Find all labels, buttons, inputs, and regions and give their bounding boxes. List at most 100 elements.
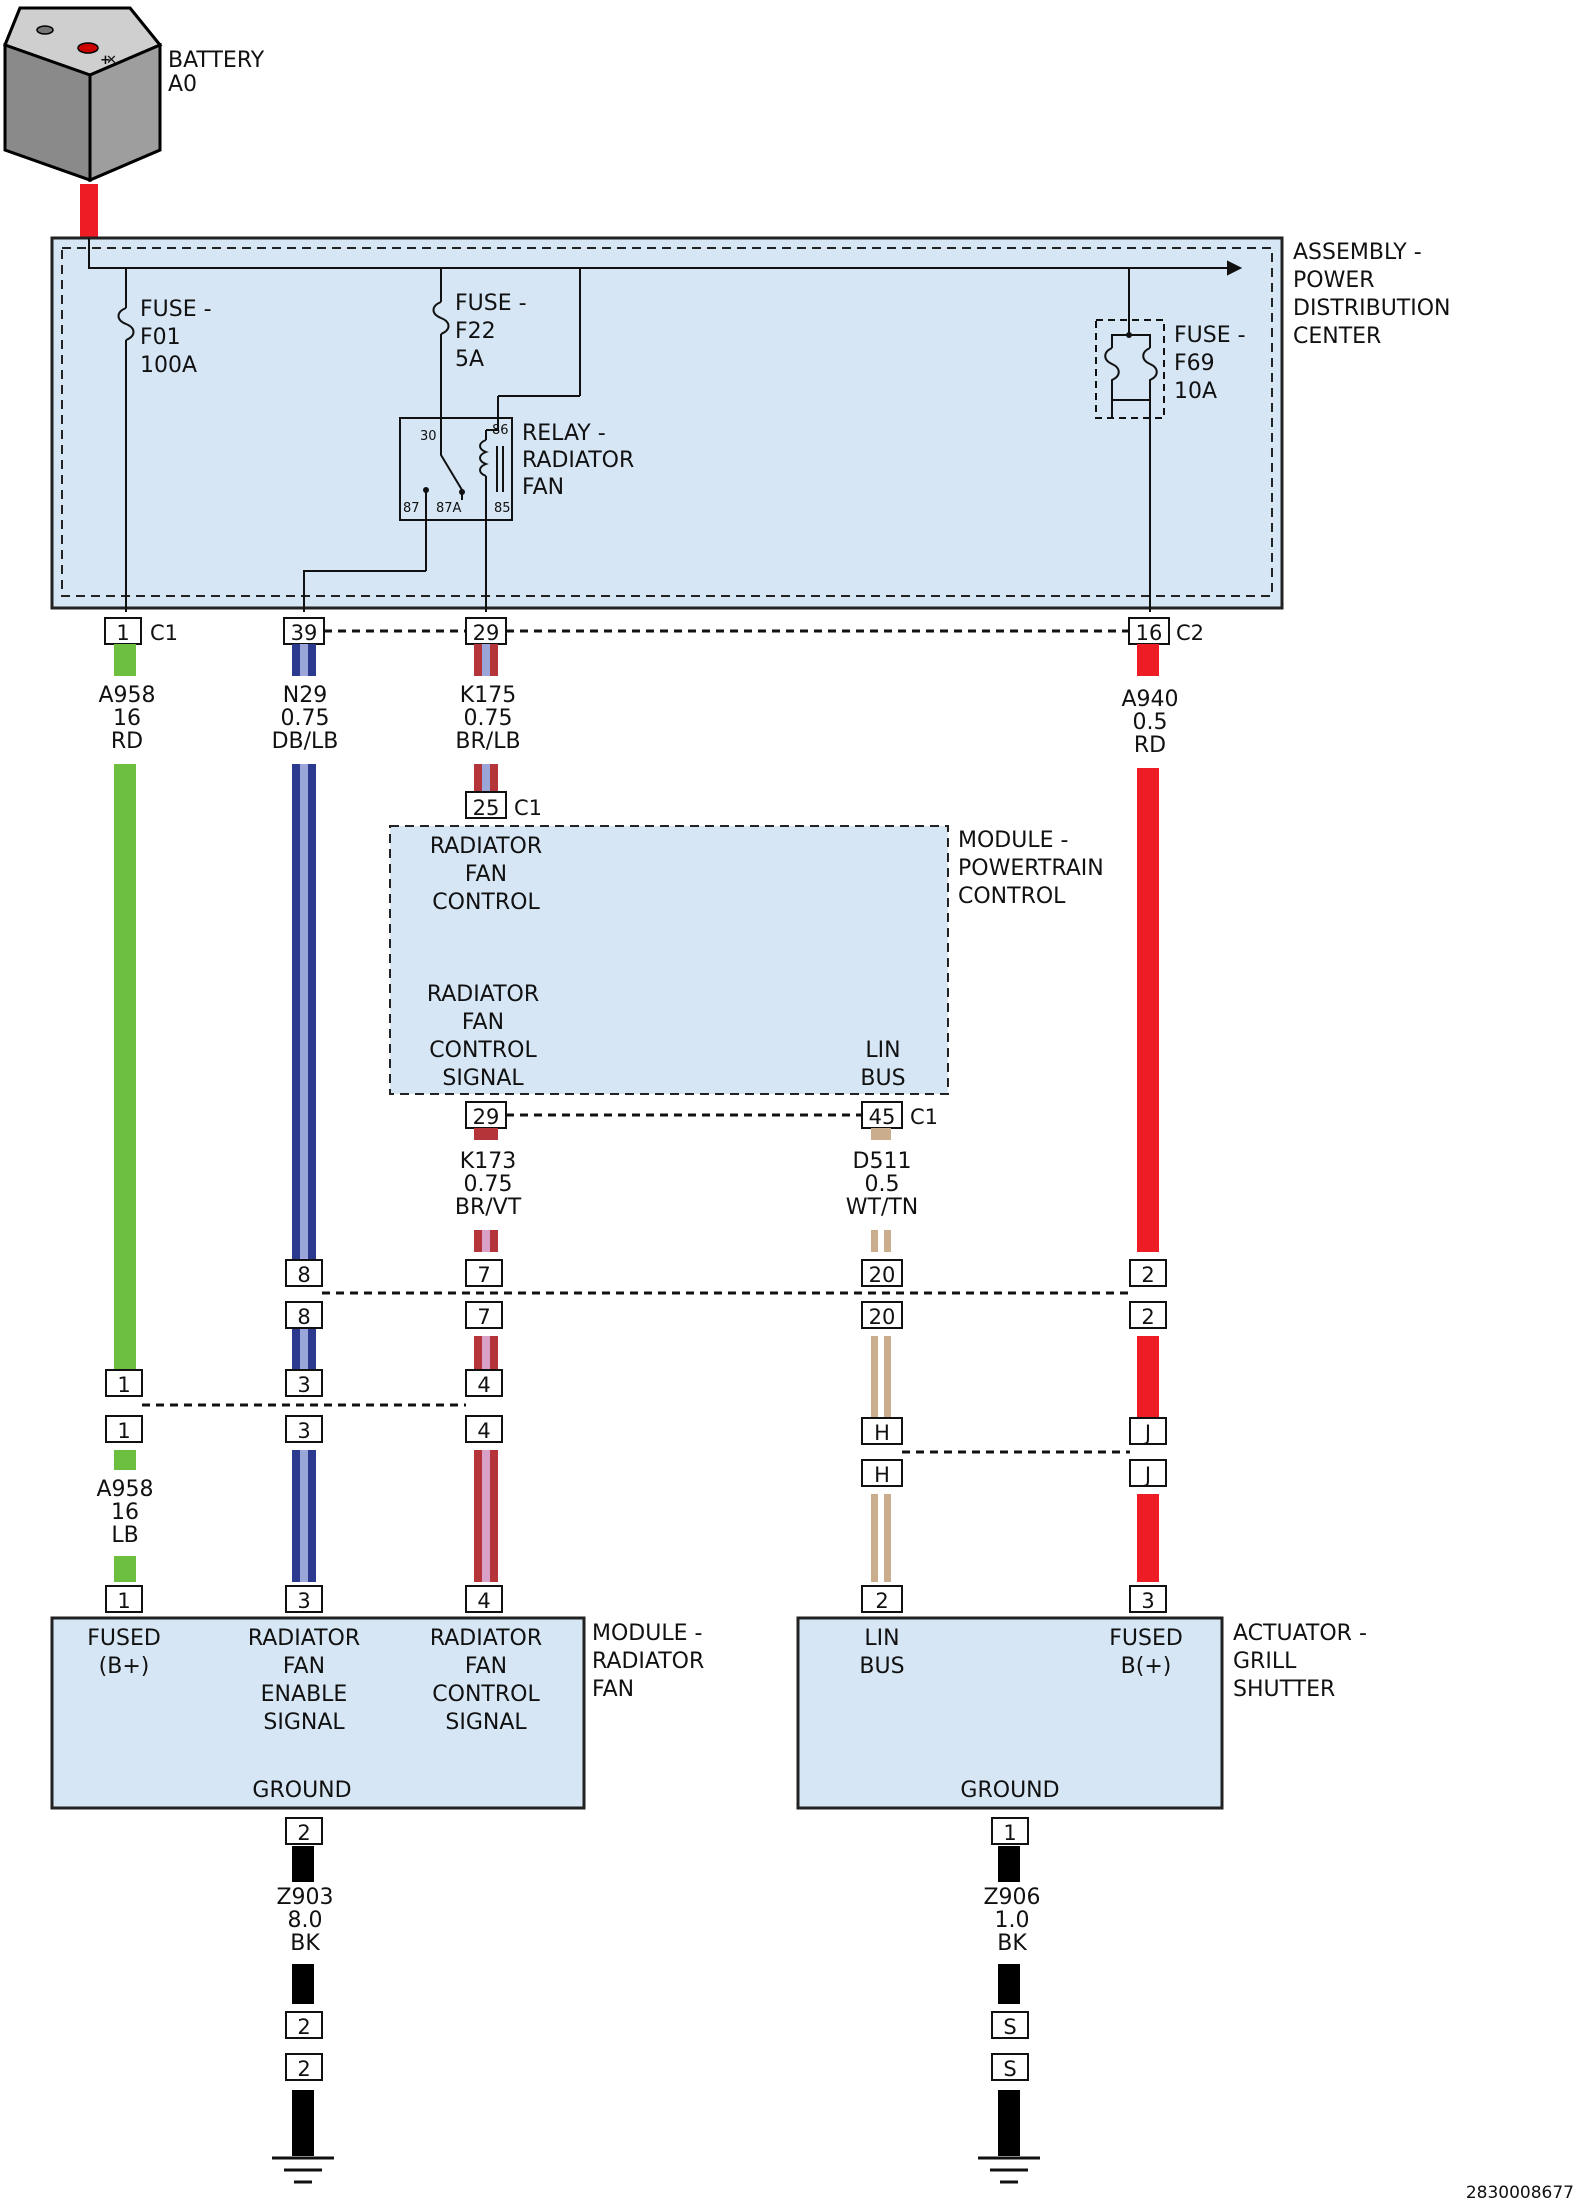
battery-icon: + ✕ bbox=[3, 6, 163, 183]
svg-text:100A: 100A bbox=[140, 353, 197, 378]
svg-text:2: 2 bbox=[1141, 1263, 1154, 1287]
pcm-pin-29: 29 bbox=[473, 1105, 500, 1129]
svg-text:86: 86 bbox=[492, 423, 509, 438]
wire-k175-circuit: K175 bbox=[460, 683, 516, 708]
svg-text:FAN: FAN bbox=[592, 1677, 634, 1702]
shutter-label: ACTUATOR - GRILL SHUTTER bbox=[1233, 1621, 1367, 1702]
battery-id: A0 bbox=[168, 72, 197, 97]
pcm-label: MODULE - POWERTRAIN CONTROL bbox=[958, 828, 1104, 909]
svg-text:7: 7 bbox=[477, 1305, 490, 1329]
wire-k173 bbox=[474, 1230, 498, 1582]
svg-text:GRILL: GRILL bbox=[1233, 1649, 1297, 1674]
svg-text:3: 3 bbox=[297, 1589, 310, 1613]
svg-text:J: J bbox=[1143, 1421, 1151, 1445]
wire-a958-top-circuit: A958 bbox=[98, 683, 155, 708]
fan-module-pins: 1 3 4 bbox=[105, 1585, 503, 1613]
pcm-box bbox=[389, 825, 949, 1095]
svg-text:SIGNAL: SIGNAL bbox=[442, 1066, 524, 1091]
fuse-f69-label: FUSE - F69 10A bbox=[1174, 323, 1246, 404]
shutter-lin-2: BUS bbox=[859, 1654, 904, 1679]
svg-text:1: 1 bbox=[116, 621, 129, 645]
shutter-fused-2: B(+) bbox=[1121, 1654, 1172, 1679]
pdc-label: ASSEMBLY - POWER DISTRIBUTION CENTER bbox=[1293, 240, 1451, 349]
ground-icon-left bbox=[272, 2156, 334, 2184]
fan-control-2: FAN bbox=[465, 1654, 507, 1679]
svg-text:S: S bbox=[1003, 2057, 1016, 2081]
svg-text:29: 29 bbox=[473, 621, 500, 645]
svg-text:ASSEMBLY -: ASSEMBLY - bbox=[1293, 240, 1422, 265]
relay-label: RELAY - RADIATOR FAN bbox=[522, 421, 634, 500]
svg-text:8: 8 bbox=[297, 1305, 310, 1329]
svg-text:FUSE -: FUSE - bbox=[455, 291, 527, 316]
wire-z906-color: BK bbox=[997, 1931, 1027, 1956]
inline-connector-2: 1 3 4 1 3 4 bbox=[105, 1369, 503, 1443]
fuse-f22-label: FUSE - F22 5A bbox=[455, 291, 527, 372]
svg-text:F01: F01 bbox=[140, 325, 181, 350]
wire-n29 bbox=[292, 644, 316, 1582]
shutter-lin-1: LIN bbox=[864, 1626, 899, 1651]
svg-text:4: 4 bbox=[477, 1419, 490, 1443]
pcm-pin-45: 45 bbox=[869, 1105, 896, 1129]
wire-a958-bottom-gauge: 16 bbox=[111, 1500, 139, 1525]
svg-text:4: 4 bbox=[477, 1589, 490, 1613]
svg-text:C2: C2 bbox=[1176, 621, 1204, 645]
pcm-pin-25: 25 bbox=[473, 796, 500, 820]
svg-text:POWER: POWER bbox=[1293, 268, 1375, 293]
wire-a940-circuit: A940 bbox=[1121, 687, 1178, 712]
svg-text:J: J bbox=[1143, 1463, 1151, 1487]
wire-n29-circuit: N29 bbox=[283, 683, 327, 708]
svg-text:RADIATOR: RADIATOR bbox=[592, 1649, 704, 1674]
svg-text:87A: 87A bbox=[436, 501, 462, 516]
fan-control-3: CONTROL bbox=[432, 1682, 540, 1707]
wire-z903-gauge: 8.0 bbox=[288, 1908, 323, 1933]
pcm-lin-bus: LIN BUS bbox=[860, 1038, 905, 1091]
wire-a940-color: RD bbox=[1134, 733, 1166, 758]
svg-text:✕: ✕ bbox=[106, 53, 117, 68]
pdc-internal-wiring bbox=[88, 238, 1243, 612]
wire-z903-circuit: Z903 bbox=[276, 1885, 333, 1910]
fan-ground-pin: 2 bbox=[297, 1821, 310, 1845]
wire-a958-top-color: RD bbox=[111, 729, 143, 754]
wire-k175 bbox=[474, 644, 498, 792]
wire-a958-bottom-circuit: A958 bbox=[96, 1477, 153, 1502]
svg-text:MODULE -: MODULE - bbox=[958, 828, 1068, 853]
svg-text:FUSE -: FUSE - bbox=[1174, 323, 1246, 348]
fan-fused-sub: (B+) bbox=[99, 1654, 150, 1679]
wire-k173-color: BR/VT bbox=[455, 1195, 522, 1220]
shutter-ground-pin: 1 bbox=[1003, 1821, 1016, 1845]
pdc-box bbox=[50, 236, 1284, 610]
svg-text:RELAY -: RELAY - bbox=[522, 421, 606, 446]
svg-text:H: H bbox=[874, 1421, 890, 1445]
wire-k173-gauge: 0.75 bbox=[464, 1172, 513, 1197]
fuse-f69-icon bbox=[1095, 319, 1165, 612]
battery-name: BATTERY bbox=[168, 48, 265, 73]
shutter-fused-1: FUSED bbox=[1109, 1626, 1183, 1651]
svg-text:LIN: LIN bbox=[865, 1038, 900, 1063]
wire-a958-top-gauge: 16 bbox=[113, 706, 141, 731]
fan-fused-label: FUSED bbox=[87, 1626, 161, 1651]
svg-text:CONTROL: CONTROL bbox=[429, 1038, 537, 1063]
svg-text:2: 2 bbox=[297, 2057, 310, 2081]
shutter-pins: 2 3 bbox=[861, 1585, 1167, 1613]
svg-text:FAN: FAN bbox=[522, 475, 564, 500]
svg-text:H: H bbox=[874, 1463, 890, 1487]
svg-text:1: 1 bbox=[117, 1589, 130, 1613]
svg-text:MODULE -: MODULE - bbox=[592, 1621, 702, 1646]
svg-text:20: 20 bbox=[869, 1305, 896, 1329]
ground-connectors-right: S S bbox=[991, 2011, 1029, 2081]
svg-text:F22: F22 bbox=[455, 319, 496, 344]
fan-ground-label: GROUND bbox=[252, 1778, 351, 1803]
document-id: 2830008677 bbox=[1466, 2183, 1574, 2203]
svg-text:FAN: FAN bbox=[462, 1010, 504, 1035]
wire-d511-color: WT/TN bbox=[846, 1195, 919, 1220]
wire-k175-gauge: 0.75 bbox=[464, 706, 513, 731]
svg-text:F69: F69 bbox=[1174, 351, 1215, 376]
svg-text:7: 7 bbox=[477, 1263, 490, 1287]
wire-d511 bbox=[871, 1230, 891, 1582]
pcm-conn-bottom: C1 bbox=[910, 1105, 938, 1129]
wire-z906 bbox=[998, 1846, 1020, 2156]
svg-text:3: 3 bbox=[1141, 1589, 1154, 1613]
wire-a940 bbox=[1137, 644, 1159, 1582]
fan-enable-3: ENABLE bbox=[261, 1682, 348, 1707]
